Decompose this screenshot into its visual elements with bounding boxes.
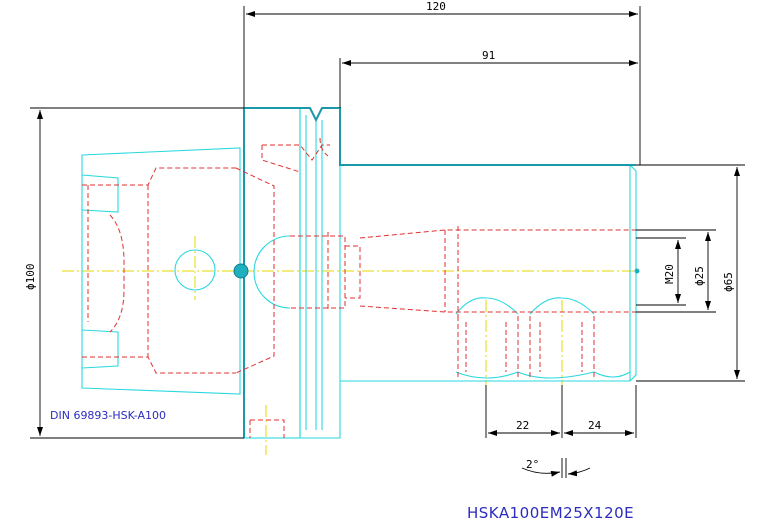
dim-overall-length: 120: [426, 0, 446, 13]
dim-screw-spacing-1: 22: [516, 419, 529, 432]
dim-shank-length: 91: [482, 49, 495, 62]
standard-label: DIN 69893-HSK-A100: [50, 409, 166, 422]
dimensions: [30, 6, 745, 478]
part-outline: [81, 107, 640, 439]
dim-angle: 2°: [526, 458, 539, 471]
dim-screw-spacing-2: 24: [588, 419, 602, 432]
dim-shank-diameter: ϕ65: [722, 272, 735, 292]
hidden-lines: [82, 137, 636, 438]
dim-flange-diameter: ϕ100: [24, 264, 37, 291]
dim-bore-diameter: ϕ25: [693, 266, 706, 286]
part-number-label: HSKA100EM25X120E: [467, 504, 634, 522]
centerlines: [62, 236, 640, 455]
dim-thread: M20: [663, 264, 676, 284]
